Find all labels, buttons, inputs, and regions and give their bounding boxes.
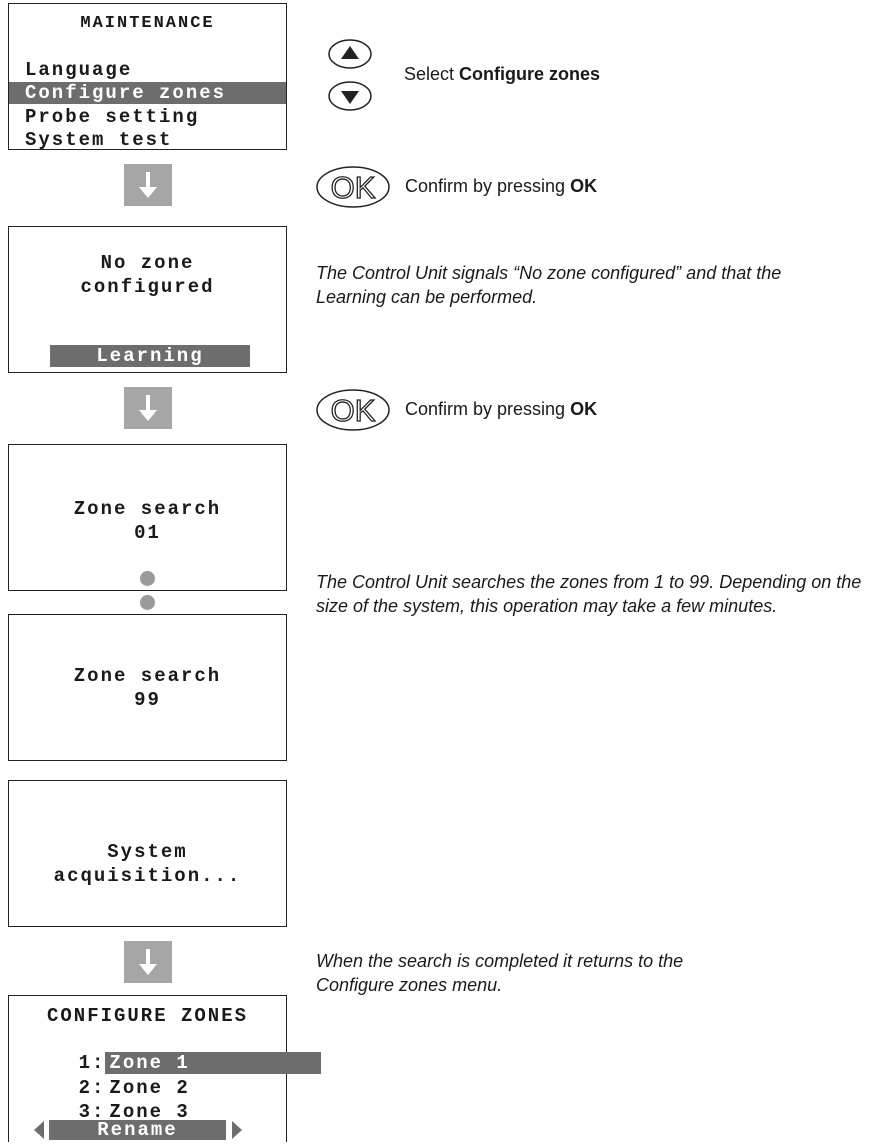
zone-search-start-screen: Zone search 01 [8, 444, 287, 591]
configure-zones-screen: CONFIGURE ZONES 1:Zone 1 2:Zone 2 3:Zone… [8, 995, 322, 1145]
flow-arrow-2 [124, 387, 172, 429]
progress-dot [140, 595, 155, 610]
menu-item-configure-zones[interactable]: Configure zones [9, 82, 286, 104]
acquisition-line2: acquisition... [53, 865, 242, 887]
flow-arrow-1 [124, 164, 172, 206]
menu-item-probe-setting[interactable]: Probe setting [25, 106, 200, 128]
down-arrow-icon [139, 949, 157, 975]
confirm-instruction-2: Confirm by pressing OK [405, 399, 598, 419]
down-arrow-button-icon[interactable] [326, 79, 374, 113]
down-arrow-icon [139, 395, 157, 421]
search-note: The Control Unit searches the zones from… [316, 572, 862, 616]
zone-number: 1: [78, 1052, 106, 1074]
screen-title: CONFIGURE ZONES [46, 1005, 249, 1027]
ok-button-icon[interactable]: OK [313, 386, 393, 434]
rename-softkey[interactable]: Rename [49, 1120, 226, 1140]
screen-title: MAINTENANCE [80, 14, 215, 33]
zone-search-end-screen: Zone search 99 [8, 614, 287, 761]
right-arrow-icon[interactable] [231, 1120, 243, 1140]
zone-row[interactable]: 2:Zone 2 [25, 1055, 286, 1121]
zone-row[interactable]: 1:Zone 1 [25, 1030, 322, 1074]
zone-search-label: Zone search [73, 498, 222, 520]
ok-button-icon[interactable]: OK [313, 163, 393, 211]
up-arrow-button-icon[interactable] [326, 37, 374, 71]
zone-search-label: Zone search [73, 665, 222, 687]
acquisition-line1: System [107, 841, 188, 863]
down-arrow-icon [139, 172, 157, 198]
no-zone-screen: No zone configured Learning [8, 226, 287, 373]
menu-item-system-test[interactable]: System test [25, 129, 173, 151]
maintenance-screen: MAINTENANCE Language Configure zones Pro… [8, 3, 287, 151]
menu-item-language[interactable]: Language [25, 59, 133, 81]
zone-search-number: 99 [134, 689, 161, 711]
progress-dot [140, 571, 155, 586]
svg-text:OK: OK [331, 170, 376, 205]
confirm-instruction-1: Confirm by pressing OK [405, 176, 598, 196]
zone-name: Zone 2 [109, 1077, 190, 1099]
zone-number: 3: [78, 1101, 106, 1123]
acquisition-screen: System acquisition... [8, 780, 287, 927]
svg-text:OK: OK [331, 393, 376, 428]
zone-search-number: 01 [134, 522, 161, 544]
no-zone-note: The Control Unit signals “No zone config… [316, 263, 782, 307]
no-zone-line1: No zone [100, 252, 195, 274]
learning-softkey[interactable]: Learning [50, 345, 250, 367]
complete-note: When the search is completed it returns … [316, 951, 684, 995]
no-zone-line2: configured [80, 276, 215, 298]
zone-name: Zone 3 [109, 1101, 190, 1123]
zone-row[interactable]: 3:Zone 3 [25, 1079, 286, 1145]
select-instruction: Select Configure zones [404, 64, 601, 84]
flow-arrow-3 [124, 941, 172, 983]
zone-number: 2: [78, 1077, 106, 1099]
zone-name-selected[interactable]: Zone 1 [105, 1052, 322, 1074]
left-arrow-icon[interactable] [33, 1120, 45, 1140]
